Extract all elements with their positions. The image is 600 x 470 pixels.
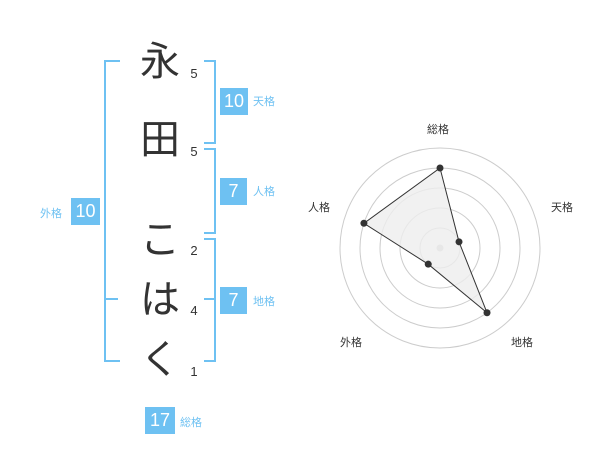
chikaku-bracket-tick <box>204 298 214 300</box>
name-char-4: は <box>140 277 180 323</box>
stroke-count-5: 1 <box>190 364 198 379</box>
stroke-count-2: 5 <box>190 144 198 159</box>
radar-point-4 <box>424 260 432 268</box>
radar-point-3 <box>483 309 491 317</box>
tenkaku-bracket <box>204 60 216 144</box>
name-char-5: く <box>140 337 180 383</box>
chikaku-value: 7 <box>220 287 247 314</box>
radar-grid-ring <box>339 147 541 349</box>
gaikaku-bracket <box>104 60 120 362</box>
gaikaku-label: 外格 <box>40 207 62 220</box>
radar-label-gaikaku: 外格 <box>340 336 362 349</box>
soukaku-value: 17 <box>145 407 175 434</box>
radar-label-soukaku: 総格 <box>427 123 449 136</box>
jinkaku-bracket <box>204 148 216 234</box>
radar-point-2 <box>455 238 463 246</box>
chikaku-bracket <box>204 238 216 362</box>
jinkaku-label: 人格 <box>253 185 275 198</box>
radar-label-chikaku: 地格 <box>511 336 533 349</box>
name-char-2: 田 <box>140 117 180 163</box>
jinkaku-value: 7 <box>220 178 247 205</box>
tenkaku-label: 天格 <box>253 95 275 108</box>
radar-point-5 <box>360 219 368 227</box>
radar-polygon <box>363 167 488 314</box>
soukaku-label: 総格 <box>180 416 202 429</box>
stroke-count-4: 4 <box>190 303 198 318</box>
name-char-1: 永 <box>140 39 180 85</box>
stroke-count-1: 5 <box>190 66 198 81</box>
radar-label-tenkaku: 天格 <box>551 201 573 214</box>
chikaku-label: 地格 <box>253 295 275 308</box>
stroke-count-3: 2 <box>190 243 198 258</box>
radar-point-1 <box>436 164 444 172</box>
tenkaku-value: 10 <box>220 88 248 115</box>
name-char-3: こ <box>140 217 180 263</box>
gaikaku-value: 10 <box>71 198 100 225</box>
radar-label-jinkaku: 人格 <box>308 201 330 214</box>
gaikaku-bracket-tick <box>104 298 118 300</box>
